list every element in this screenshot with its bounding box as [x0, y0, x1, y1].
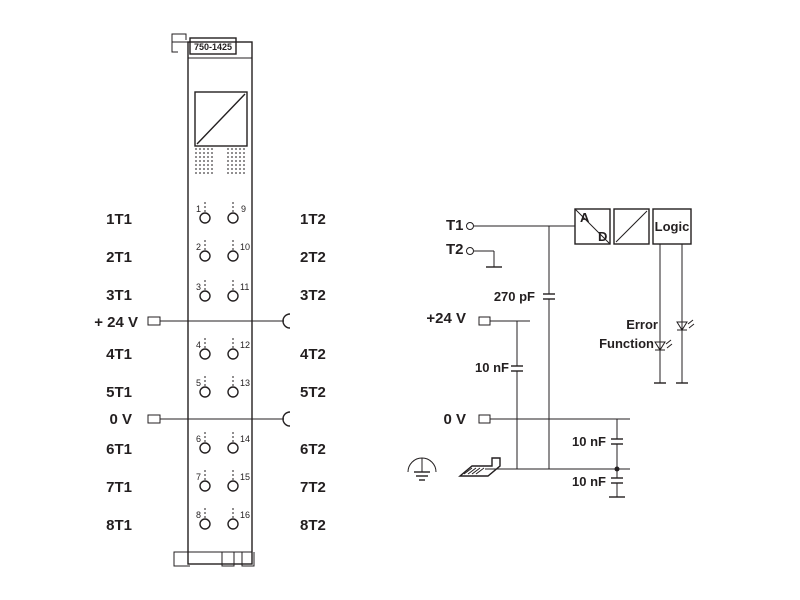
pin-number: 1 — [196, 204, 201, 214]
ad-label-d: D — [598, 229, 607, 244]
left-label: 1T1 — [106, 211, 132, 228]
t1-terminal-icon — [466, 222, 474, 230]
pin-number: 8 — [196, 510, 201, 520]
left-label: 2T1 — [106, 249, 132, 266]
left-label: 5T1 — [106, 384, 132, 401]
part-number: 750-1425 — [194, 42, 232, 52]
t2-terminal-icon — [466, 247, 474, 255]
cap-10nf-label-b: 10 nF — [572, 434, 606, 449]
pin-number: 6 — [196, 434, 201, 444]
schematic-0v-label: 0 V — [443, 411, 466, 428]
left-power-label: + 24 V — [94, 314, 138, 331]
terminal-row-7 — [199, 470, 239, 492]
error-led-icon — [676, 319, 695, 331]
terminal-12-icon[interactable] — [227, 348, 239, 360]
pin-number: 16 — [240, 510, 250, 520]
schematic-t2-label: T2 — [446, 241, 464, 258]
terminal-16-icon[interactable] — [227, 518, 239, 530]
cap-270pf-label: 270 pF — [494, 289, 535, 304]
pin-number: 15 — [240, 472, 250, 482]
terminal-row-3 — [199, 280, 239, 302]
pin-number: 13 — [240, 378, 250, 388]
terminal-9-icon[interactable] — [227, 212, 239, 224]
terminal-6-icon[interactable] — [199, 442, 211, 454]
terminal-1-icon[interactable] — [199, 212, 211, 224]
pin-number: 10 — [240, 242, 250, 252]
0v-terminal-icon — [478, 414, 491, 424]
pin-number: 3 — [196, 282, 201, 292]
right-label: 2T2 — [300, 249, 326, 266]
terminal-4-icon[interactable] — [199, 348, 211, 360]
function-label: Function — [599, 336, 654, 351]
terminal-13-icon[interactable] — [227, 386, 239, 398]
isolation-block — [613, 208, 650, 245]
left-power-label: 0 V — [109, 411, 132, 428]
schematic-24v-label: +24 V — [426, 310, 466, 327]
right-label: 7T2 — [300, 479, 326, 496]
power-rail-0v — [147, 411, 291, 427]
terminal-row-6 — [199, 432, 239, 454]
right-label: 1T2 — [300, 211, 326, 228]
power-rail-24v — [147, 313, 291, 329]
terminal-2-icon[interactable] — [199, 250, 211, 262]
terminal-15-icon[interactable] — [227, 480, 239, 492]
logic-block — [652, 208, 692, 245]
right-label: 6T2 — [300, 441, 326, 458]
cap-10nf-label-c: 10 nF — [572, 474, 606, 489]
junction-dot — [614, 466, 620, 472]
module-outline — [171, 33, 255, 567]
24v-terminal-icon — [478, 316, 491, 326]
error-label: Error — [626, 317, 658, 332]
pin-number: 5 — [196, 378, 201, 388]
protective-earth-icon — [407, 457, 437, 481]
left-label: 8T1 — [106, 517, 132, 534]
right-label: 5T2 — [300, 384, 326, 401]
ad-converter-block — [574, 208, 611, 245]
pin-number: 7 — [196, 472, 201, 482]
cap-10nf-label-a: 10 nF — [475, 360, 509, 375]
left-label: 6T1 — [106, 441, 132, 458]
left-label: 3T1 — [106, 287, 132, 304]
right-label: 3T2 — [300, 287, 326, 304]
left-label: 7T1 — [106, 479, 132, 496]
terminal-5-icon[interactable] — [199, 386, 211, 398]
pin-number: 2 — [196, 242, 201, 252]
pin-number: 12 — [240, 340, 250, 350]
left-label: 4T1 — [106, 346, 132, 363]
pin-number: 4 — [196, 340, 201, 350]
terminal-7-icon[interactable] — [199, 480, 211, 492]
din-rail-icon — [458, 457, 501, 477]
right-label: 4T2 — [300, 346, 326, 363]
terminal-row-5 — [199, 376, 239, 398]
terminal-3-icon[interactable] — [199, 290, 211, 302]
right-label: 8T2 — [300, 517, 326, 534]
terminal-11-icon[interactable] — [227, 290, 239, 302]
terminal-14-icon[interactable] — [227, 442, 239, 454]
logic-label: Logic — [655, 219, 690, 234]
pin-number: 11 — [240, 282, 249, 292]
pin-number: 9 — [241, 204, 246, 214]
terminal-8-icon[interactable] — [199, 518, 211, 530]
terminal-row-2 — [199, 240, 239, 262]
part-number-plate — [189, 37, 237, 55]
terminal-row-1 — [199, 202, 239, 224]
ad-label-a: A — [580, 210, 590, 225]
function-led-icon — [654, 339, 673, 351]
terminal-row-8 — [199, 508, 239, 530]
terminal-10-icon[interactable] — [227, 250, 239, 262]
schematic-t1-label: T1 — [446, 217, 464, 234]
pin-number: 14 — [240, 434, 250, 444]
isolation-icon — [194, 91, 248, 174]
terminal-row-4 — [199, 338, 239, 360]
